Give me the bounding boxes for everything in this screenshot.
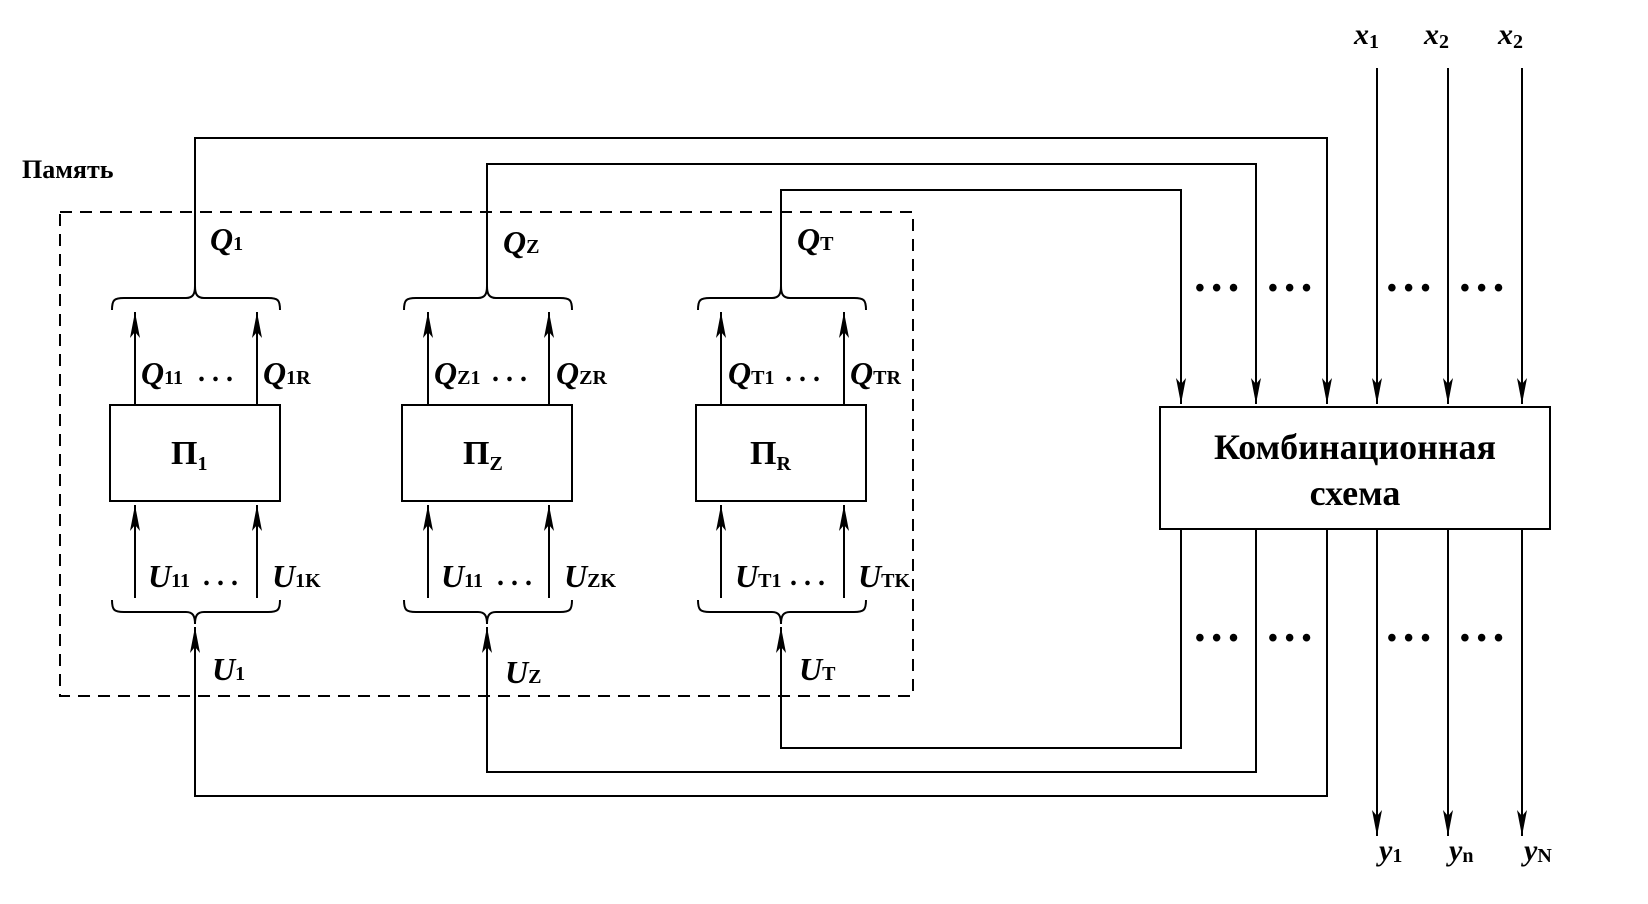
- block-z-box: [401, 404, 573, 502]
- block-r-q-left: QT1: [728, 355, 774, 391]
- block-r-label: ПR: [750, 435, 791, 475]
- block-1-q: Q1: [210, 221, 243, 257]
- dots-bottom-4: • • •: [1460, 623, 1503, 654]
- block-1-q-left: Q11: [141, 355, 183, 391]
- output-yn-label: yn: [1446, 834, 1473, 867]
- dots-top-3: • • •: [1387, 273, 1430, 304]
- block-z-u-dots: . . .: [497, 561, 532, 592]
- block-z-u: UZ: [505, 654, 541, 690]
- block-r-q-right: QTR: [850, 355, 901, 391]
- block-z-q-left: QZ1: [434, 355, 480, 391]
- combinational-circuit-label-2: схема: [1310, 473, 1401, 513]
- block-r-input-brace-left: [697, 599, 782, 625]
- feedback-qz-line: [486, 163, 1261, 404]
- dots-bottom-2: • • •: [1268, 623, 1311, 654]
- memory-label: Память: [22, 155, 114, 184]
- dots-top-4: • • •: [1460, 273, 1503, 304]
- dots-top-2: • • •: [1268, 273, 1311, 304]
- block-r-q: QT: [797, 221, 834, 257]
- input-x2-label: x2: [1423, 18, 1449, 53]
- block-z-u-right: UZK: [564, 558, 616, 594]
- feedback-q1-line: [194, 137, 1332, 404]
- block-z-label: ПZ: [463, 435, 503, 475]
- combinational-circuit-label-1: Комбинационная: [1214, 427, 1496, 467]
- feedback-ut-line: [776, 529, 1182, 749]
- block-r-u-dots: . . .: [790, 561, 825, 592]
- block-1-input-brace-right: [194, 599, 281, 625]
- input-x1-label: x1: [1353, 18, 1379, 53]
- block-r-u-left: UT1: [735, 558, 781, 594]
- memory-block-r: ПR QT1 . . . QTR QT UT1 . . . UTK UT: [695, 221, 910, 687]
- block-1-box: [109, 404, 281, 502]
- block-r-u: UT: [799, 651, 836, 687]
- feedback-uz-line: [482, 529, 1257, 773]
- block-z-u-left: U11: [441, 558, 483, 594]
- block-1-input-brace-left: [111, 599, 196, 625]
- feedback-u1-line: [190, 529, 1328, 797]
- block-z-q-dots: . . .: [492, 357, 527, 388]
- dots-top-1: • • •: [1195, 273, 1238, 304]
- dots-bottom-1: • • •: [1195, 623, 1238, 654]
- block-1-label: П1: [171, 435, 207, 475]
- input-x3-label: x2: [1497, 18, 1523, 53]
- block-1-u-left: U11: [148, 558, 190, 594]
- block-z-q-right: QZR: [556, 355, 607, 391]
- block-1-u-dots: . . .: [203, 561, 238, 592]
- block-r-q-dots: . . .: [785, 357, 820, 388]
- memory-block-z: ПZ QZ1 . . . QZR QZ U11 . . . UZK UZ: [401, 224, 616, 690]
- block-r-box: [695, 404, 867, 502]
- block-r-input-brace-right: [780, 599, 867, 625]
- block-1-q-right: Q1R: [263, 355, 311, 391]
- block-1-q-dots: . . .: [198, 357, 233, 388]
- combinational-circuit-box: [1159, 406, 1551, 530]
- output-y1-label: y1: [1376, 834, 1402, 867]
- block-1-u-right: U1K: [272, 558, 321, 594]
- output-yN-label: yN: [1521, 834, 1552, 867]
- dots-bottom-3: • • •: [1387, 623, 1430, 654]
- block-z-input-brace-right: [486, 599, 573, 625]
- memory-block-1: П1 Q11 . . . Q1R Q1 U11 . . . U1K U1: [109, 221, 321, 687]
- block-z-output-brace: [403, 285, 573, 311]
- block-r-u-right: UTK: [858, 558, 910, 594]
- block-1-output-brace: [111, 285, 281, 311]
- block-z-q: QZ: [503, 224, 539, 260]
- block-1-u: U1: [212, 651, 245, 687]
- block-z-input-brace-left: [403, 599, 488, 625]
- feedback-qt-line: [780, 189, 1186, 404]
- block-r-output-brace: [697, 285, 867, 311]
